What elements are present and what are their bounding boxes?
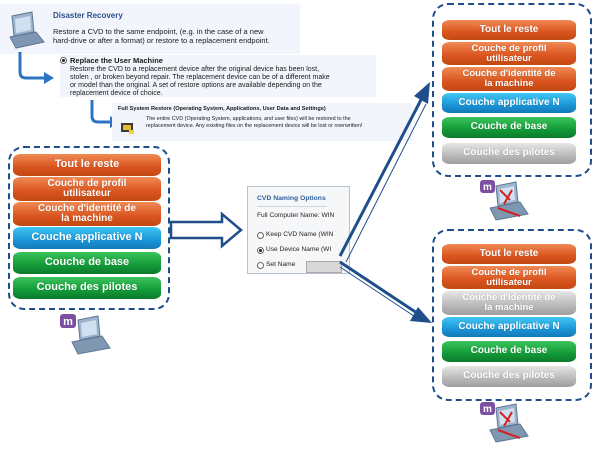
br-layer-base: Couche de base: [442, 341, 576, 362]
replace-machine-panel: [60, 55, 376, 97]
svg-text:m: m: [483, 182, 492, 193]
dialog-title: CVD Naming Options: [257, 195, 326, 202]
laptop-icon: [9, 11, 45, 49]
disaster-title: Disaster Recovery: [53, 11, 123, 20]
replace-line-3: or model than the original. A set of res…: [70, 82, 322, 89]
replace-radio[interactable]: [60, 57, 67, 64]
use-device-label: Use Device Name (WI: [266, 246, 332, 253]
left-layer-app-n: Couche applicative N: [13, 227, 161, 249]
tr-layer-drivers: Couche des pilotes: [442, 143, 576, 164]
replace-title: Replace the User Machine: [70, 56, 163, 65]
full-restore-line-2: replacement device. Any existing files o…: [146, 123, 363, 129]
replace-line-2: stolen , or broken beyond repair. The re…: [70, 74, 330, 81]
disaster-recovery-panel: [0, 4, 300, 54]
replace-line-4: replacement device of choice.: [70, 90, 163, 97]
m-laptop-icon: m: [60, 314, 111, 355]
use-device-radio[interactable]: [257, 247, 264, 254]
keep-cvd-label: Keep CVD Name (WIN: [266, 231, 334, 238]
full-restore-panel: [112, 103, 412, 141]
br-layer-app-n: Couche applicative N: [442, 317, 576, 337]
disk-icon: [121, 123, 134, 134]
right-arrow-icon: [169, 211, 243, 249]
tr-layer-user-profile: Couche de profil utilisateur: [442, 42, 576, 65]
br-layer-drivers: Couche des pilotes: [442, 366, 576, 387]
top-right-stack-frame: [432, 3, 592, 177]
left-stack-frame: [8, 146, 170, 310]
left-layer-machine-identity: Couche d'identité de la machine: [13, 202, 161, 226]
disaster-line-2: hard-drive or after a format) or restore…: [53, 36, 270, 45]
br-layer-user-profile: Couche de profil utilisateur: [442, 266, 576, 289]
full-restore-title: Full System Restore (Operating System, A…: [118, 106, 326, 112]
set-name-input[interactable]: [306, 261, 342, 273]
svg-text:m: m: [63, 316, 73, 328]
svg-text:m: m: [483, 404, 492, 415]
tr-layer-base: Couche de base: [442, 117, 576, 138]
tr-layer-everything-else: Tout le reste: [442, 20, 576, 40]
tr-layer-app-n: Couche applicative N: [442, 93, 576, 113]
dialog-divider: [257, 206, 327, 207]
full-computer-name: Full Computer Name: WIN: [257, 212, 335, 219]
left-layer-drivers: Couche des pilotes: [13, 277, 161, 299]
bottom-right-stack-frame: [432, 229, 592, 401]
arrow-down-right-icon: [18, 52, 54, 84]
m-laptop-broken-icon: m: [480, 402, 529, 443]
set-name-radio[interactable]: [257, 262, 264, 269]
m-laptop-broken-icon: m: [480, 180, 529, 221]
br-layer-machine-identity: Couche d'identité de la machine: [442, 291, 576, 315]
full-restore-line-1: The entire CVD (Operating System, applic…: [146, 116, 351, 122]
disaster-line-1: Restore a CVD to the same endpoint, (e.g…: [53, 27, 264, 36]
info-panel: Disaster Recovery Restore a CVD to the s…: [0, 0, 412, 148]
replace-line-1: Restore the CVD to a replacement device …: [70, 66, 320, 73]
keep-cvd-radio[interactable]: [257, 232, 264, 239]
cvd-naming-dialog: CVD Naming Options Full Computer Name: W…: [247, 186, 350, 274]
br-layer-everything-else: Tout le reste: [442, 244, 576, 264]
tr-layer-machine-identity: Couche d'identité de la machine: [442, 67, 576, 91]
set-name-label: Set Name: [266, 261, 296, 268]
left-layer-user-profile: Couche de profil utilisateur: [13, 177, 161, 201]
left-layer-everything-else: Tout le reste: [13, 154, 161, 176]
left-layer-base: Couche de base: [13, 252, 161, 274]
